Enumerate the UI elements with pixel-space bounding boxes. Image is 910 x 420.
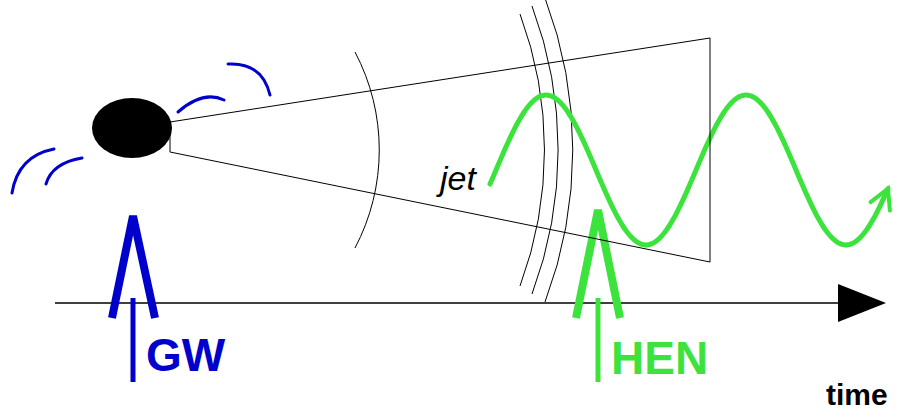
jet-cone: jet: [170, 38, 710, 262]
shock-arc: [545, 0, 573, 302]
gw-ripple: [46, 158, 82, 184]
wave-arrowhead: [871, 189, 890, 211]
shock-arc: [520, 14, 544, 286]
gw-ripple: [228, 64, 270, 95]
cone-polygon: [170, 38, 710, 262]
gw-ripples: [12, 64, 270, 193]
hen-tick: [596, 298, 601, 382]
gw-ripple: [12, 149, 54, 193]
gw-label: GW: [146, 330, 225, 381]
shock-arcs: [355, 0, 573, 302]
source-blob: [92, 98, 172, 158]
gw-tick: [131, 298, 136, 382]
cone-outline: [170, 38, 710, 262]
neutrino-wave: [490, 95, 888, 245]
jet-label: jet: [440, 160, 476, 197]
shock-arc: [532, 6, 558, 294]
shock-arc: [355, 52, 379, 248]
hen-label: HEN: [611, 333, 708, 384]
axis-label: time: [826, 378, 888, 411]
gw-ripple: [178, 97, 224, 112]
time-axis: [55, 302, 845, 304]
time-arrowhead: [838, 284, 886, 322]
